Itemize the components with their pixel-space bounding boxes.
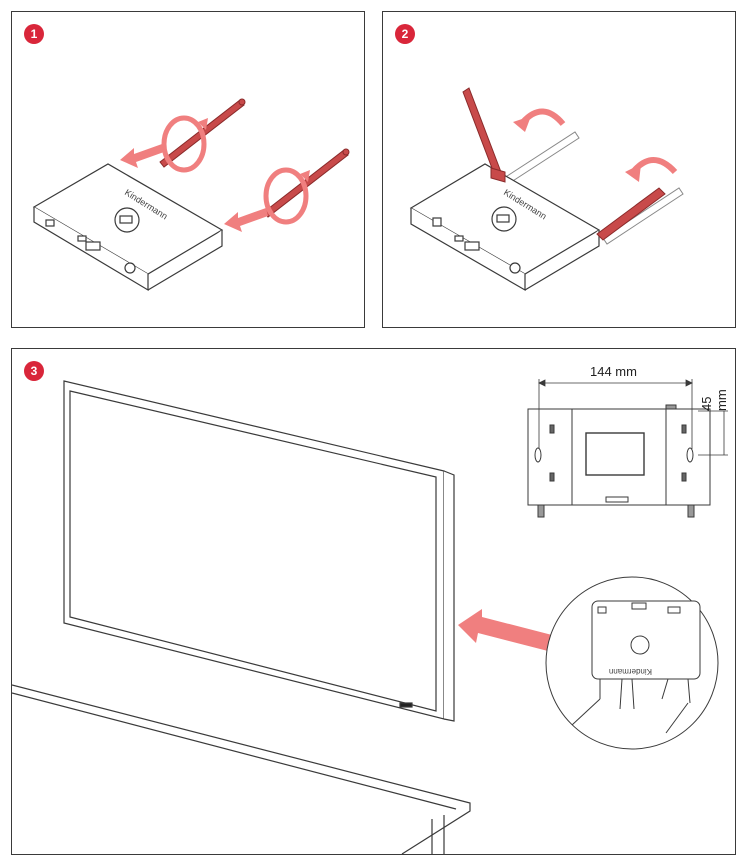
width-dimension-label: 144 mm	[590, 364, 637, 379]
table	[12, 684, 471, 854]
device-mounted-detail: Kindermann	[571, 600, 701, 734]
step-3-illustration: Kindermann	[12, 379, 728, 854]
mounting-bracket-drawing	[527, 404, 711, 518]
rotate-arrowhead-2	[300, 170, 310, 182]
step-2-badge: 2	[395, 24, 415, 44]
antenna-ghost-2	[602, 187, 684, 245]
raise-arrowhead-2	[625, 164, 641, 182]
device-brand-label-detail: Kindermann	[609, 667, 652, 676]
step-2-illustration: Kindermann	[409, 87, 684, 292]
wireless-receiver-device: Kindermann	[32, 163, 224, 292]
antenna-raised-1	[462, 87, 506, 183]
step-3-badge: 3	[24, 361, 44, 381]
rotate-arrow-1	[161, 115, 207, 173]
height-dimension-label: 45 mm	[699, 389, 729, 411]
step-1-illustration: Kindermann	[32, 98, 350, 292]
antenna-raised-2	[596, 187, 666, 241]
insert-arrow-2	[224, 208, 268, 232]
insert-arrow-1	[120, 144, 164, 168]
step-3-panel: 3	[11, 348, 736, 855]
step-1-badge: 1	[24, 24, 44, 44]
display-screen	[63, 380, 455, 722]
rotate-arrowhead-1	[198, 118, 208, 130]
mount-direction-arrow	[458, 609, 552, 651]
step-2-panel: 2 Kindermann	[382, 11, 736, 328]
step-1-panel: 1 Kindermann	[11, 11, 365, 328]
rotate-arrow-2	[263, 167, 309, 225]
dimension-lines	[538, 379, 728, 456]
antenna-ghost-1	[500, 131, 580, 187]
wireless-receiver-device: Kindermann	[409, 163, 601, 292]
raise-arrowhead-1	[513, 116, 531, 132]
